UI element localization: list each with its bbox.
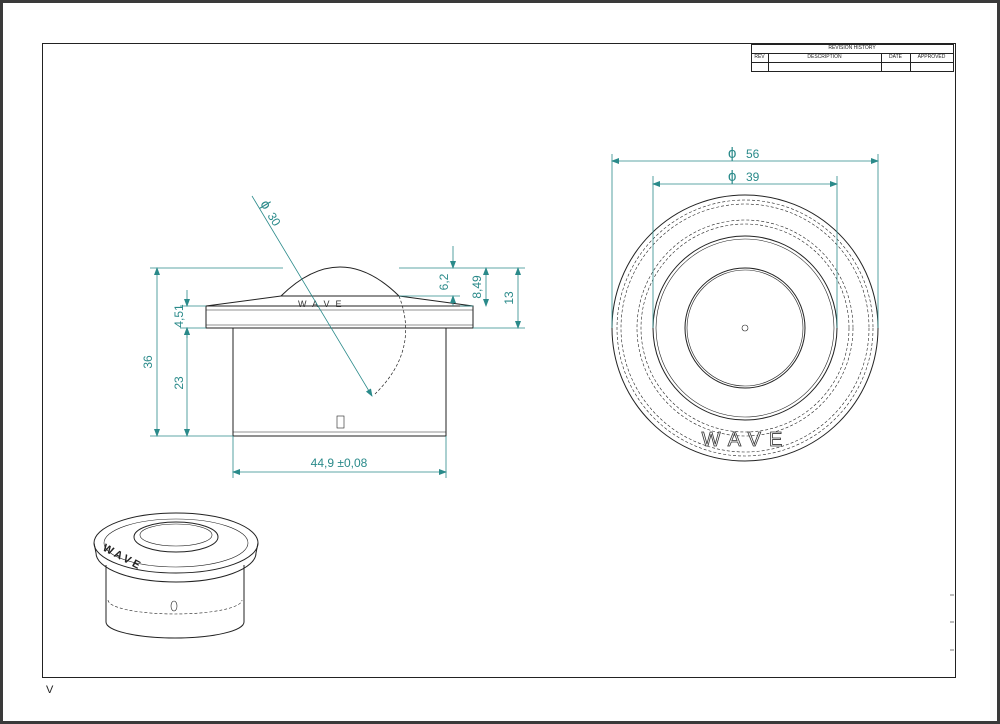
dim-body-width: 44,9 ±0,08 [311, 456, 368, 470]
dim-flange-thickness: 4,51 [172, 304, 186, 328]
flange-top [205, 295, 474, 307]
iso-ball-opening [133, 521, 219, 553]
inner-flange-circle [652, 235, 838, 421]
iso-flange-side [93, 542, 259, 583]
dim-body-height: 23 [172, 376, 186, 390]
isometric-view: WAVE [93, 512, 259, 639]
dim-outer-diameter: 56 [746, 147, 760, 161]
dim-flange-top-height: 8,49 [470, 275, 484, 299]
drain-hole [336, 415, 345, 429]
dim-ball-diameter: 30 [265, 210, 284, 229]
ball-circle [684, 267, 806, 389]
date-column-header: DATE [889, 54, 902, 60]
rev-column-header: REV [754, 54, 765, 60]
top-wave-text: WAVE [702, 429, 791, 451]
border-ticks [950, 594, 954, 651]
top-view-dimensions [611, 154, 879, 328]
top-view-dimension-labels: ϕ 56 ϕ 39 [728, 145, 760, 185]
dim-total-height: 36 [141, 355, 155, 369]
side-view-dimensions [150, 195, 525, 478]
dim-top-height: 13 [502, 291, 516, 305]
top-view: WAVE [611, 194, 879, 462]
dim-inner-diameter-symbol: ϕ [728, 168, 736, 185]
dim-inner-diameter: 39 [746, 170, 760, 184]
side-wave-text: WAVE [298, 299, 348, 309]
sheet-mark: V [46, 684, 54, 696]
side-view-dimension-labels: 36 4,51 23 6,2 8,49 13 44,9 ±0,08 ϕ 30 [141, 197, 516, 470]
revision-history-title: REVISION HISTORY [828, 45, 876, 51]
dim-ball-protrusion: 6,2 [437, 273, 451, 290]
body [232, 327, 447, 437]
sheet-border [42, 43, 956, 678]
iso-body [105, 565, 245, 639]
description-column-header: DESCRIPTION [807, 54, 842, 60]
center-mark [741, 324, 749, 332]
approved-column-header: APPROVED [917, 54, 946, 60]
dim-outer-diameter-symbol: ϕ [728, 145, 736, 162]
side-view: WAVE [205, 266, 474, 437]
ball-dome [280, 266, 400, 297]
ball-hidden-arc [374, 295, 406, 395]
outer-flange-circle [611, 194, 879, 462]
revision-history-table: REVISION HISTORY REV DESCRIPTION DATE AP… [751, 44, 954, 72]
